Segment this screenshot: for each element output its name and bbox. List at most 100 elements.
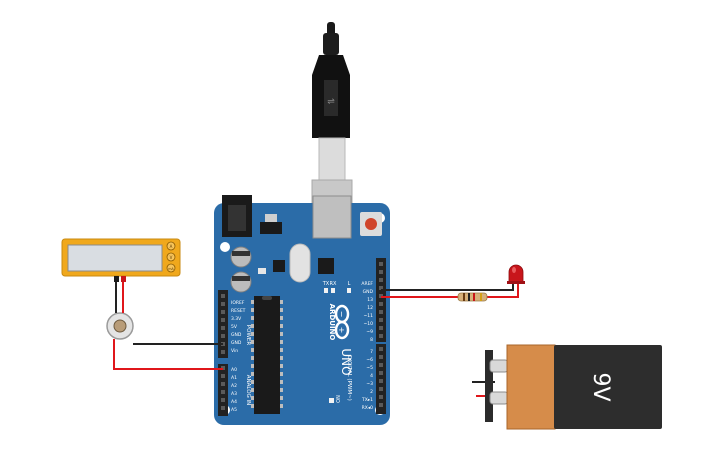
multimeter-display [67,244,163,272]
pin-label: A2 [231,383,237,389]
on-label: ON [336,395,342,403]
on-led [329,398,334,403]
header-pin[interactable] [221,390,225,394]
wire-black[interactable] [381,282,514,291]
capacitor [230,271,252,293]
chip-pins [251,300,283,408]
terminal-v-label: V [170,255,173,260]
battery-9v[interactable]: 9V [485,344,662,430]
resistor[interactable] [457,292,488,302]
header-pin[interactable] [221,382,225,386]
voltage-regulator [260,222,282,234]
arduino-logo: − + [334,304,350,340]
wire-red[interactable] [487,282,519,298]
power-header-label: POWER [245,325,251,346]
header-pin[interactable] [221,350,225,354]
l-label: L [348,281,351,287]
battery-terminal-positive [489,359,509,373]
header-pin[interactable] [379,363,383,367]
pin-label: ~6 [366,357,373,363]
pin-label: A3 [231,391,237,397]
pin-label: AREF [361,281,373,287]
header-pin[interactable] [379,403,383,407]
header-pin[interactable] [379,278,383,282]
red-led[interactable] [507,264,525,284]
header-pin[interactable] [379,318,383,322]
header-pin[interactable] [221,334,225,338]
terminal-a-label: A [170,244,173,249]
pin-label: 7 [370,349,373,355]
pin-label: GND [363,289,374,295]
pin-label: 4 [370,373,373,379]
pin-label: TX▸1 [361,397,373,403]
wires [113,282,519,397]
pin-label: 5V [231,324,238,330]
header-pin[interactable] [221,310,225,314]
terminal-v[interactable] [166,252,176,262]
svg-text:+: + [337,327,346,334]
pin-label: 3.3V [231,316,242,322]
header-pin[interactable] [221,326,225,330]
pin-label: A0 [231,367,237,373]
header-pin[interactable] [221,398,225,402]
power-header[interactable] [218,290,228,358]
usb-icon: ⇌ [327,97,335,107]
pin-label: 2 [370,389,373,395]
digital-header-label: DIGITAL (PWM~) [346,355,352,401]
pin-label: GND [231,332,242,338]
header-pin[interactable] [379,326,383,330]
pin-label: 13 [367,297,373,303]
header-pin[interactable] [379,262,383,266]
pin-label: ~10 [364,321,374,327]
photoresistor[interactable] [106,312,134,340]
atmega-chip [254,296,280,414]
header-pin[interactable] [379,334,383,338]
header-pin[interactable] [379,286,383,290]
header-pin[interactable] [379,347,383,351]
header-pin[interactable] [379,355,383,359]
usb-chip [318,258,334,274]
pin-label: IOREF [231,300,245,306]
header-pin[interactable] [379,395,383,399]
header-pin[interactable] [379,270,383,274]
analog-header-label: ANALOG IN [245,375,251,406]
wire-red[interactable] [113,339,223,370]
arduino-uno-board[interactable]: TX RX L ON − + ARDUINO UNO IOREFRESET3.3… [214,195,390,425]
header-pin[interactable] [379,302,383,306]
header-pin[interactable] [379,379,383,383]
header-pin[interactable] [221,302,225,306]
tx-label: TX [322,281,330,287]
multimeter[interactable]: A V mA [61,238,181,282]
tx-led [324,288,328,293]
digital-header-top[interactable] [376,258,386,342]
usb-socket [312,195,352,239]
terminal-ma[interactable] [166,263,176,273]
header-pin[interactable] [379,310,383,314]
crystal-oscillator [289,243,311,283]
pin-label: 8 [370,337,373,343]
header-pin[interactable] [221,294,225,298]
pin-label: ~11 [364,313,374,319]
header-pin[interactable] [379,387,383,391]
mounting-hole [220,242,230,252]
header-pin[interactable] [221,406,225,410]
header-pin[interactable] [221,318,225,322]
battery-label: 9V [588,372,613,401]
header-pin[interactable] [221,374,225,378]
battery-clip[interactable] [485,350,493,422]
header-pin[interactable] [379,371,383,375]
pin-label: A4 [231,399,237,405]
probe-black[interactable] [114,276,119,282]
svg-text:−: − [337,311,346,318]
pin-label: 12 [367,305,373,311]
pin-label: RX◂0 [362,405,373,411]
terminal-a[interactable] [166,241,176,251]
probe-red[interactable] [121,276,126,282]
rx-label: RX [330,281,337,287]
pin-label: RESET [231,308,246,314]
